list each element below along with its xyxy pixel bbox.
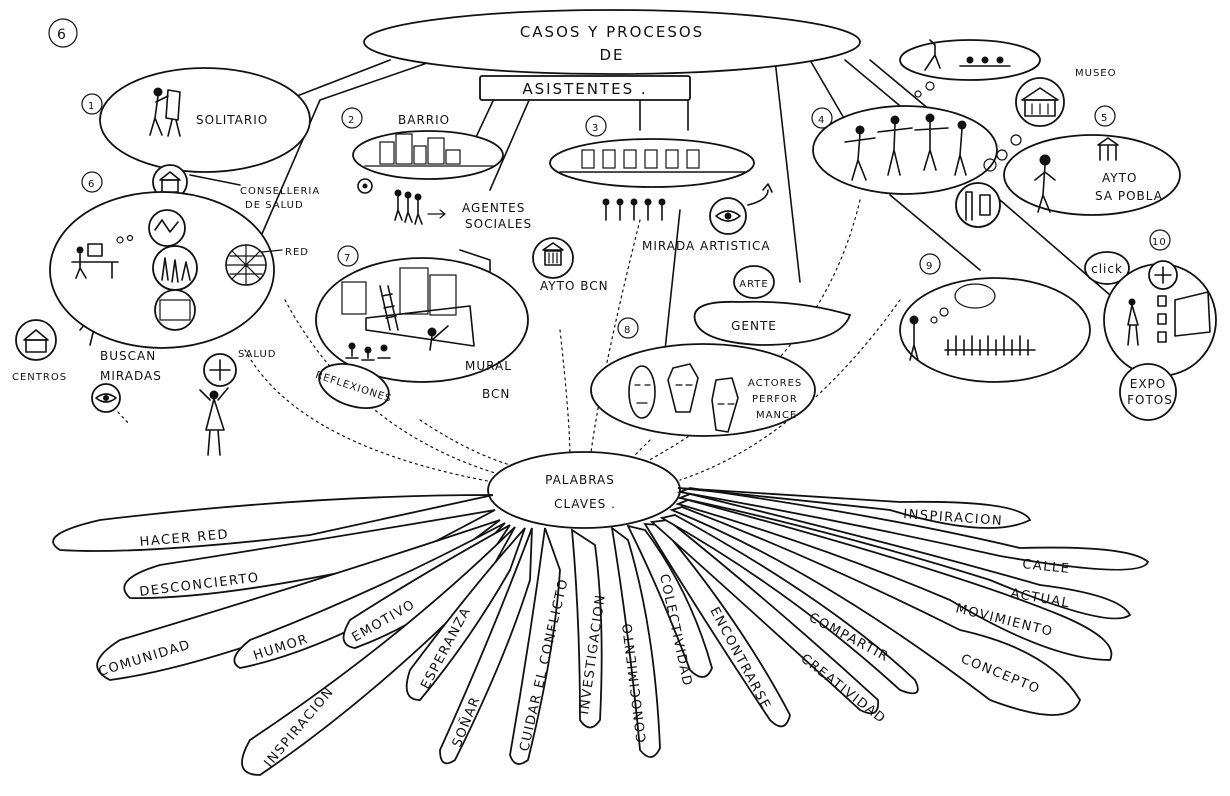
node-4-dancers: 4	[811, 81, 998, 195]
title-line-2: DE	[599, 46, 624, 64]
node-6-red-label: RED	[285, 247, 309, 258]
node-9-number: 9	[926, 261, 933, 272]
seated-people-icon	[345, 342, 391, 361]
node-6-centros: CENTROS	[12, 372, 67, 383]
node-3-gente: GENTE	[731, 319, 777, 333]
keyword-petal: CALLE	[676, 487, 1150, 577]
node-10-expo: 10 click EXPO FOTOS	[1084, 229, 1217, 421]
node-8-actores: ACTORES	[748, 378, 802, 389]
node-6-salud: SALUD	[238, 349, 276, 360]
node-8-number: 8	[624, 325, 631, 336]
node-8-mance: MANCE	[756, 410, 797, 421]
node-2-number: 2	[348, 115, 355, 126]
node-5-museo: MUSEO 5 AYTO SA POBLA	[983, 68, 1181, 216]
node-3-number: 3	[592, 123, 599, 134]
node-1-solitario: 1 SOLITARIO	[81, 67, 311, 173]
node-10-expo-label: EXPO	[1130, 377, 1166, 391]
node-8-perfor: PERFOR	[752, 394, 798, 405]
node-4-number: 4	[818, 115, 825, 126]
node-7-mural: 7 MURAL BCN REFLEXIONES	[314, 245, 529, 409]
title-subtitle: ASISTENTES .	[522, 80, 647, 98]
dancers-icon	[844, 113, 967, 181]
center-line-2: CLAVES .	[554, 497, 616, 511]
museum-icon	[1021, 87, 1059, 117]
network-globe-icon	[225, 244, 267, 286]
keyword-petal: INVESTIGACION	[570, 528, 609, 729]
node-2-ayto-label: AYTO BCN	[540, 279, 609, 293]
keyword-petal: INSPIRACION	[677, 487, 1032, 529]
node-2-barrio-label: BARRIO	[398, 113, 450, 127]
eye-circle-icon	[91, 383, 121, 413]
node-5-pobla: SA POBLA	[1095, 189, 1163, 203]
medical-cross-icon	[203, 353, 237, 387]
node-6-red: 6 CONSELLERIA DE SALUD RED	[12, 164, 320, 456]
house-icon	[23, 329, 49, 353]
node-7-number: 7	[344, 253, 351, 264]
eye-icon	[709, 197, 747, 235]
person-standing-icon	[1034, 154, 1056, 213]
node-6-miradas: MIRADAS	[100, 369, 162, 383]
corner-number: 6	[57, 27, 66, 43]
town-hall-icon	[1097, 137, 1119, 161]
node-1-number: 1	[88, 101, 95, 112]
keyword-petal: HACER RED	[52, 494, 494, 552]
painter-icon	[149, 87, 181, 137]
nurse-figure-icon	[199, 387, 229, 456]
gear-icon	[357, 178, 373, 194]
node-10-click: click	[1091, 262, 1123, 276]
people-row-icon	[602, 198, 666, 221]
mural-scene-icon	[341, 267, 475, 351]
medical-cross-small-icon	[1148, 260, 1178, 290]
node-9-crowd: 9	[899, 253, 1091, 383]
people-group-icon	[394, 189, 446, 225]
buildings-icon	[364, 133, 496, 167]
center-palabras-claves: PALABRAS CLAVES .	[487, 451, 681, 529]
node-6-conselleria-2: DE SALUD	[245, 200, 304, 211]
keyword-label: CALLE	[1022, 557, 1071, 577]
skyline-icon	[559, 149, 746, 173]
computer-user-icon	[71, 243, 119, 279]
corner-number-badge: 6	[48, 18, 78, 48]
node-5-ayto: AYTO	[1102, 171, 1137, 185]
title-line-1: CASOS Y PROCESOS	[520, 23, 704, 41]
node-6-buscan: BUSCAN	[100, 349, 156, 363]
node-2-agentes: AGENTES	[462, 201, 525, 215]
keyword-petal: COMUNIDAD	[96, 519, 501, 681]
node-10-number: 10	[1152, 237, 1167, 248]
photo-exhibition-icon	[1127, 291, 1211, 346]
node-7-mural-label: MURAL	[465, 359, 512, 373]
node-3-mirada-label: MIRADA ARTISTICA	[642, 239, 771, 253]
masks-icon	[628, 363, 739, 433]
top-right-scene	[899, 39, 1041, 81]
node-7-bcn-label: BCN	[482, 387, 510, 401]
node-3-arte: ARTE	[739, 279, 769, 290]
city-hall-icon	[542, 242, 564, 266]
node-6-conselleria-1: CONSELLERIA	[240, 186, 320, 197]
artist-with-sign-icon	[955, 182, 1001, 228]
center-line-1: PALABRAS	[545, 473, 615, 487]
node-6-number: 6	[88, 179, 95, 190]
node-10-fotos-label: FOTOS	[1127, 393, 1173, 407]
keyword-petals: HACER RED DESCONCIERTO COMUNIDAD HUMOR E…	[52, 487, 1150, 776]
node-5-number: 5	[1101, 113, 1108, 124]
node-5-museo-label: MUSEO	[1075, 68, 1116, 79]
title-group: CASOS Y PROCESOS DE ASISTENTES .	[363, 9, 861, 101]
crowd-icon	[909, 315, 1036, 361]
node-8-actores: 8 ACTORES PERFOR MANCE	[590, 317, 816, 437]
node-2-sociales: SOCIALES	[465, 217, 532, 231]
node-2-barrio: 2 BARRIO AGENTES SOCIALES AYT	[341, 107, 609, 293]
node-3-mirada-artistica: 3 MIRADA ARTISTICA ARTE GENTE	[549, 115, 852, 346]
keyword-label: INSPIRACION	[903, 507, 1004, 529]
node-1-label: SOLITARIO	[196, 113, 268, 127]
